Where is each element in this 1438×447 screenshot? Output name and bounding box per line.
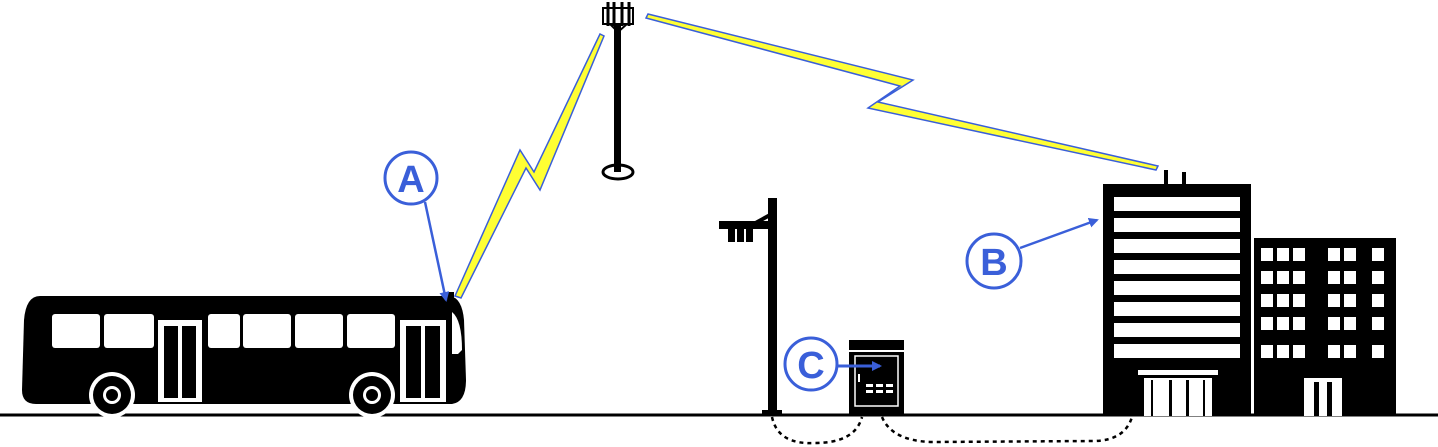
callout-a-pointer [423,201,450,302]
callout-a: A [383,150,439,206]
callout-b-label: B [980,242,1007,284]
callout-b-pointer [1019,218,1099,250]
callout-c-label: C [797,345,824,387]
cell-tower-icon [601,2,635,181]
wireless-link-tower-to-building [644,13,1160,171]
apartment-building-icon [1254,238,1396,416]
underground-cable-pole-to-cabinet [770,416,864,445]
underground-cable-cabinet-to-building [880,416,1134,444]
office-building-icon [1103,170,1251,416]
callout-c: C [783,336,839,392]
wireless-link-bus-to-tower [453,32,605,299]
street-light-icon [719,198,782,416]
bus-icon [22,292,466,418]
cabinet-icon [849,340,904,416]
callout-a-label: A [397,159,424,201]
callout-b: B [965,232,1023,290]
